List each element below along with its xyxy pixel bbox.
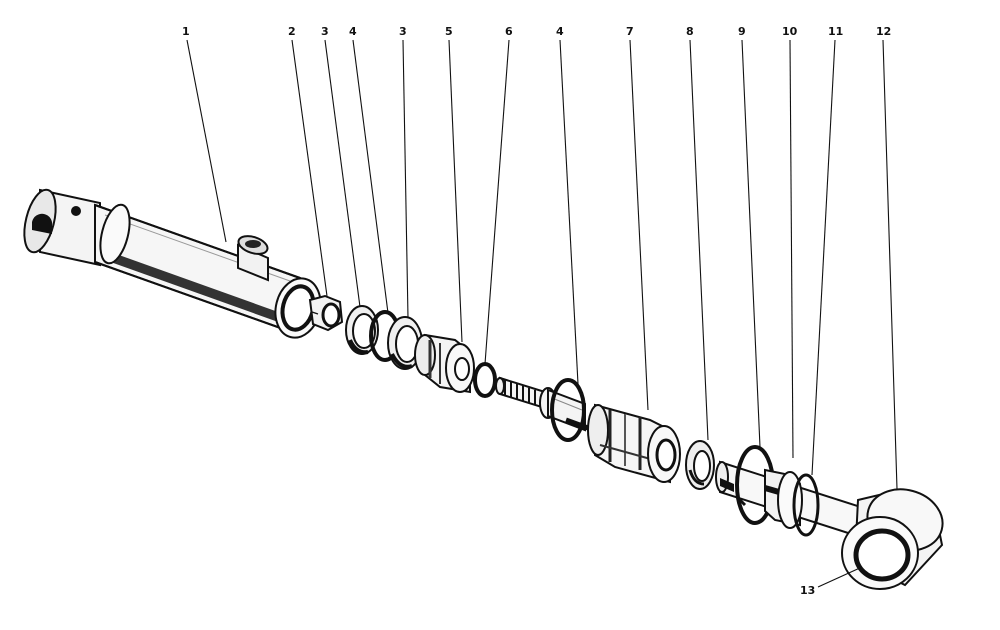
part-gland — [414, 333, 475, 394]
part-seal-8 — [685, 440, 715, 490]
part-o-ring-4b — [550, 378, 589, 442]
callout-5: 5 — [445, 25, 453, 38]
callout-7: 7 — [626, 25, 634, 38]
part-piston — [587, 403, 681, 484]
callout-labels: 1 2 3 4 3 5 6 4 7 8 9 10 11 12 13 — [182, 25, 891, 597]
callout-13: 13 — [800, 584, 815, 597]
callout-1: 1 — [182, 25, 190, 38]
callout-3b: 3 — [399, 25, 407, 38]
part-seal-ring-3b — [387, 316, 423, 370]
part-o-ring-6 — [473, 362, 497, 398]
callout-3a: 3 — [321, 25, 329, 38]
callout-4a: 4 — [349, 25, 357, 38]
part-snap-ring-11 — [792, 473, 820, 537]
part-cylinder-barrel — [23, 188, 322, 339]
callout-6: 6 — [505, 25, 513, 38]
callout-2: 2 — [288, 25, 296, 38]
callout-11: 11 — [828, 25, 843, 38]
callout-8: 8 — [686, 25, 694, 38]
callout-4b: 4 — [556, 25, 564, 38]
callout-10: 10 — [782, 25, 798, 38]
leader-lines — [186, 39, 898, 588]
callout-9: 9 — [738, 25, 746, 38]
callout-12: 12 — [876, 25, 891, 38]
part-rod-eye-12 — [841, 488, 944, 590]
part-nut — [308, 294, 344, 332]
